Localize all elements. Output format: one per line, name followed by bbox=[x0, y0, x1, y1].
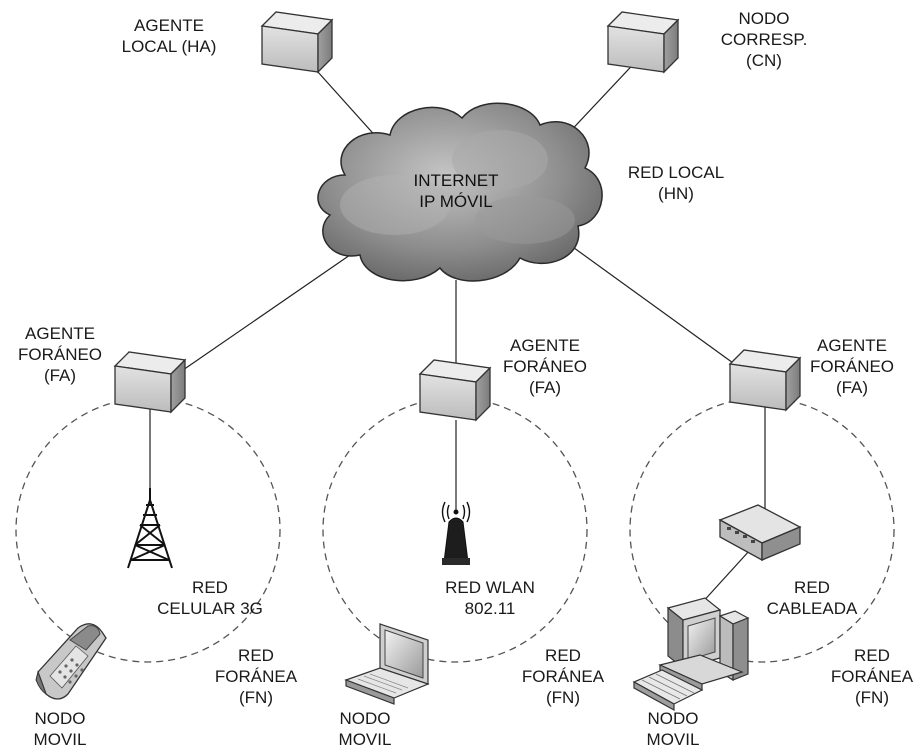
home-agent-label-line1: AGENTE bbox=[134, 16, 204, 35]
wlan-net-line2: 802.11 bbox=[464, 599, 516, 618]
fa-mid-line1: AGENTE bbox=[510, 336, 580, 355]
fn-mid-line1: RED bbox=[545, 646, 581, 665]
home-agent-label-line2: LOCAL (HA) bbox=[121, 37, 217, 56]
mn-right-line2: MOVIL bbox=[646, 730, 700, 749]
mn-mid-line2: MOVIL bbox=[338, 730, 392, 749]
fa-left-line3: (FA) bbox=[43, 366, 77, 385]
cell-tower-icon bbox=[127, 488, 173, 569]
internet-label: INTERNET IP MÓVIL bbox=[414, 170, 499, 212]
foreign-agent-right-label: AGENTE FORÁNEO (FA) bbox=[810, 335, 894, 398]
fn-right-line2: FORÁNEA bbox=[830, 667, 914, 686]
foreign-agent-mid-server-icon bbox=[419, 359, 491, 421]
cell-net-line1: RED bbox=[192, 578, 228, 597]
home-agent-label: AGENTE LOCAL (HA) bbox=[122, 15, 217, 57]
foreign-network-mid-label: RED FORÁNEA (FN) bbox=[522, 645, 604, 708]
wired-net-line1: RED bbox=[794, 578, 830, 597]
fn-right-line3: (FN) bbox=[855, 688, 889, 707]
mn-mid-line1: NODO bbox=[339, 709, 391, 728]
cn-label-line3: (CN) bbox=[746, 51, 782, 70]
network-switch-icon bbox=[718, 504, 802, 562]
home-network-label: RED LOCAL (HN) bbox=[628, 162, 724, 204]
fn-right-line1: RED bbox=[854, 646, 890, 665]
home-agent-server-icon bbox=[261, 11, 333, 73]
mobile-phone-icon bbox=[35, 623, 107, 700]
foreign-agent-left-server-icon bbox=[114, 351, 186, 413]
fa-mid-line2: FORÁNEO bbox=[502, 357, 588, 376]
foreign-agent-left-label: AGENTE FORÁNEO (FA) bbox=[18, 323, 102, 386]
internet-label-line2: IP MÓVIL bbox=[419, 192, 493, 211]
cell-net-line2: CELULAR 3G bbox=[157, 599, 263, 618]
wifi-antenna-icon bbox=[441, 501, 471, 565]
fa-right-line2: FORÁNEO bbox=[809, 357, 895, 376]
wired-network-label: RED CABLEADA bbox=[767, 577, 858, 619]
correspondent-node-server-icon bbox=[607, 11, 679, 73]
cloud-icon bbox=[317, 102, 603, 282]
foreign-agent-right-server-icon bbox=[729, 349, 801, 411]
hn-label-line1: RED LOCAL bbox=[627, 163, 725, 182]
desktop-computer-icon bbox=[632, 597, 750, 712]
wlan-net-line1: RED WLAN bbox=[445, 578, 535, 597]
correspondent-node-label: NODO CORRESP. (CN) bbox=[721, 8, 808, 71]
fa-left-line2: FORÁNEO bbox=[17, 345, 103, 364]
fa-right-line3: (FA) bbox=[835, 378, 869, 397]
fn-left-line1: RED bbox=[238, 646, 274, 665]
mobile-node-mid-label: NODO MOVIL bbox=[339, 708, 392, 750]
fa-left-line1: AGENTE bbox=[25, 324, 95, 343]
foreign-agent-mid-label: AGENTE FORÁNEO (FA) bbox=[503, 335, 587, 398]
wired-net-line2: CABLEADA bbox=[766, 599, 858, 618]
foreign-network-left-label: RED FORÁNEA (FN) bbox=[215, 645, 297, 708]
foreign-network-circles bbox=[15, 397, 895, 663]
hn-label-line2: (HN) bbox=[658, 184, 694, 203]
mn-right-line1: NODO bbox=[647, 709, 699, 728]
laptop-icon bbox=[344, 623, 430, 705]
mn-left-line1: NODO bbox=[34, 709, 86, 728]
mobile-node-left-label: NODO MOVIL bbox=[34, 708, 87, 750]
mobile-node-right-label: NODO MOVIL bbox=[647, 708, 700, 750]
cellular-network-label: RED CELULAR 3G bbox=[157, 577, 263, 619]
internet-label-line1: INTERNET bbox=[413, 171, 499, 190]
cn-label-line1: NODO bbox=[738, 9, 790, 28]
fn-mid-line2: FORÁNEA bbox=[521, 667, 605, 686]
foreign-network-right-label: RED FORÁNEA (FN) bbox=[831, 645, 913, 708]
fa-mid-line3: (FA) bbox=[528, 378, 562, 397]
wlan-network-label: RED WLAN 802.11 bbox=[445, 577, 535, 619]
fn-left-line3: (FN) bbox=[239, 688, 273, 707]
fn-mid-line3: (FN) bbox=[546, 688, 580, 707]
fa-right-line1: AGENTE bbox=[817, 336, 887, 355]
foreign-network-left bbox=[15, 397, 281, 663]
fn-left-line2: FORÁNEA bbox=[214, 667, 298, 686]
foreign-network-mid bbox=[322, 397, 588, 663]
foreign-network-right bbox=[629, 397, 895, 663]
mn-left-line2: MOVIL bbox=[33, 730, 87, 749]
cn-label-line2: CORRESP. bbox=[720, 30, 808, 49]
